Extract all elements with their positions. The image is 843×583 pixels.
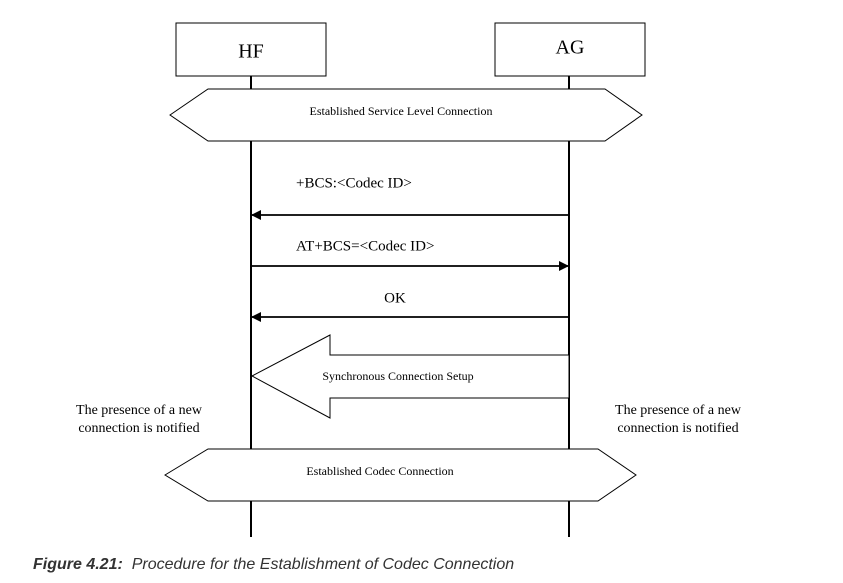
- codec-connection-banner: Established Codec Connection: [164, 448, 637, 502]
- hf-label: HF: [238, 41, 264, 63]
- ag-label: AG: [556, 37, 585, 59]
- right-note-line2: connection is notified: [617, 421, 738, 436]
- at-bcs-message: AT+BCS=<Codec ID>: [251, 238, 569, 271]
- service-level-connection-banner: Established Service Level Connection: [169, 88, 643, 142]
- at-bcs-message-label: AT+BCS=<Codec ID>: [296, 238, 434, 254]
- right-note-line1: The presence of a new: [615, 403, 742, 418]
- bcs-message: +BCS:<Codec ID>: [251, 175, 569, 220]
- ok-message: OK: [251, 290, 569, 322]
- figure-caption: Figure 4.21: Procedure for the Establish…: [33, 556, 514, 574]
- ok-message-label: OK: [384, 290, 406, 306]
- hf-participant-box: HF: [175, 22, 327, 77]
- bcs-message-label: +BCS:<Codec ID>: [296, 175, 412, 191]
- right-note: The presence of a new connection is noti…: [615, 403, 742, 436]
- left-note: The presence of a new connection is noti…: [76, 403, 203, 436]
- codec-connection-label: Established Codec Connection: [306, 464, 453, 478]
- service-level-connection-label: Established Service Level Connection: [310, 104, 493, 118]
- ag-participant-box: AG: [494, 22, 646, 77]
- figure-caption-label: Figure 4.21:: [33, 556, 123, 573]
- figure-caption-text: Procedure for the Establishment of Codec…: [131, 556, 515, 573]
- sync-connection-setup-label: Synchronous Connection Setup: [322, 369, 473, 383]
- sync-connection-setup-arrow: Synchronous Connection Setup: [250, 334, 570, 419]
- left-note-line1: The presence of a new: [76, 403, 203, 418]
- left-note-line2: connection is notified: [78, 421, 199, 436]
